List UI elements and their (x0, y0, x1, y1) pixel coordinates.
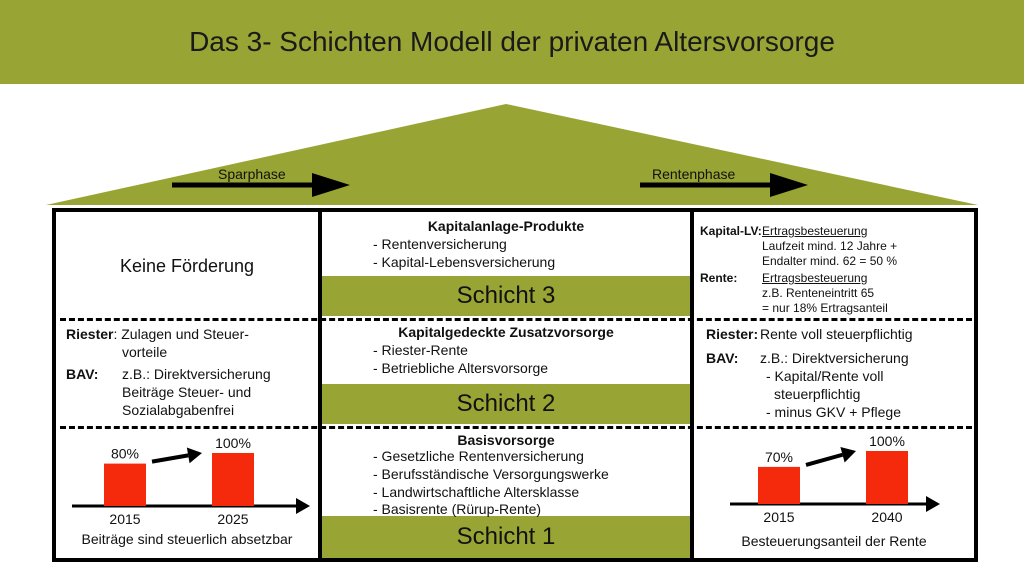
right-bav-line1: z.B.: Direktversicherung (760, 350, 909, 366)
left-top-text: Keine Förderung (119, 256, 255, 276)
right-kapital-line1: Laufzeit mind. 12 Jahre + (762, 239, 898, 253)
growth-arrow-head (186, 447, 202, 464)
growth-arrow-line (805, 452, 844, 467)
left-bav-key: BAV: (66, 366, 99, 382)
bar-value-label: 100% (869, 433, 905, 449)
tier2-heading: Kapitalgedeckte Zusatzvorsorge (398, 324, 614, 340)
tier1-item: - Basisrente (Rürup-Rente) (373, 501, 542, 517)
rentenphase-label: Rentenphase (652, 166, 736, 182)
tier2-item: - Betriebliche Altersvorsorge (373, 360, 549, 376)
title-banner (0, 0, 1024, 84)
bar-2015 (104, 463, 146, 506)
tier3-heading: Kapitalanlage-Produkte (427, 218, 585, 234)
page-title: Das 3- Schichten Modell der privaten Alt… (189, 26, 835, 57)
x-axis-arrowhead (926, 496, 940, 512)
right-riester-key: Riester: (706, 326, 759, 342)
rentenphase-arrow-head (770, 173, 808, 197)
left-bav-line3: Sozialabgabenfrei (122, 402, 235, 418)
bar-value-label: 100% (215, 435, 251, 451)
tier2-item: - Riester-Rente (373, 342, 468, 358)
x-axis-arrowhead (296, 498, 310, 514)
category-label: 2025 (217, 511, 248, 527)
bar-value-label: 70% (765, 449, 793, 465)
right-bav-key: BAV: (706, 350, 739, 366)
schicht-1-band (322, 516, 690, 558)
bar-value-label: 80% (111, 446, 139, 462)
tier3-item: - Kapital-Lebensversicherung (373, 254, 556, 270)
left-bav-line2: Beiträge Steuer- und (122, 384, 252, 400)
right-column-frame (690, 208, 978, 562)
right-bav-line2: - Kapital/Rente voll (766, 368, 884, 384)
right-kapital-head: Ertragsbesteuerung (762, 224, 868, 238)
left-chart-caption: Beiträge sind steuerlich absetzbar (81, 531, 293, 547)
sparphase-arrow-head (312, 173, 350, 197)
tier1-item: - Berufsständische Versorgungswerke (373, 466, 609, 482)
bar-2025 (212, 453, 254, 506)
tier1-item: - Landwirtschaftliche Altersklasse (373, 484, 580, 500)
schicht-3-band (322, 276, 690, 316)
right-rente-line2: = nur 18% Ertragsanteil (762, 301, 888, 315)
right-chart-caption: Besteuerungsanteil der Rente (741, 533, 927, 549)
left-bav-line1: z.B.: Direktversicherung (122, 366, 271, 382)
divider-tier3-tier2 (60, 318, 972, 321)
growth-arrow-head (840, 447, 856, 463)
schicht-2-band (322, 384, 690, 424)
category-label: 2015 (109, 511, 140, 527)
left-riester-text: : Zulagen und Steuer- (113, 326, 249, 342)
right-bav-line4: - minus GKV + Pflege (766, 404, 902, 420)
left-bar-chart: 80% 2015 100% 2025 (72, 435, 310, 527)
right-rente-line1: z.B. Renteneintritt 65 (762, 286, 875, 300)
right-kapital-key: Kapital-LV: (700, 224, 762, 238)
category-label: 2015 (763, 509, 794, 525)
divider-tier2-tier1 (60, 426, 972, 429)
schicht-3-label: Schicht 3 (456, 282, 556, 309)
left-riester-key: Riester (66, 326, 114, 342)
schicht-2-label: Schicht 2 (456, 390, 556, 417)
right-bar-chart: 70% 2015 100% 2040 (730, 433, 940, 525)
right-rente-head: Ertragsbesteuerung (762, 271, 868, 285)
left-riester-line2: vorteile (122, 344, 168, 360)
tier1-heading: Basisvorsorge (457, 432, 555, 448)
right-rente-key: Rente: (700, 271, 738, 285)
right-kapital-line2: Endalter mind. 62 = 50 % (762, 254, 898, 268)
right-bav-line3: steuerpflichtig (774, 386, 861, 402)
left-riester-line1: Riester: Zulagen und Steuer- (66, 326, 249, 343)
bar-2040 (866, 451, 908, 504)
right-riester-text: Rente voll steuerpflichtig (760, 326, 913, 342)
bar-2015 (758, 466, 800, 504)
schicht-1-label: Schicht 1 (456, 523, 556, 550)
tier1-item: - Gesetzliche Rentenversicherung (373, 448, 584, 464)
category-label: 2040 (871, 509, 902, 525)
growth-arrow-line (151, 453, 189, 464)
sparphase-label: Sparphase (218, 166, 286, 182)
tier3-item: - Rentenversicherung (373, 236, 507, 252)
roof-triangle (46, 104, 978, 205)
